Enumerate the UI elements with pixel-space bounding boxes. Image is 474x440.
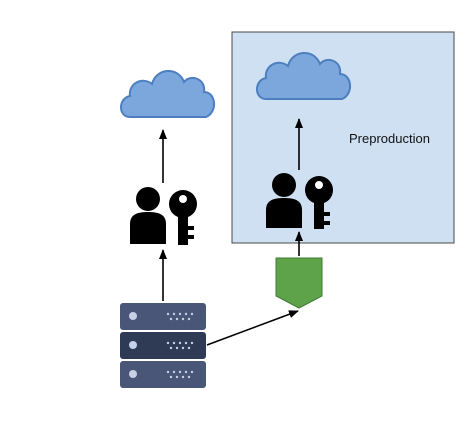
arrow-server-to-connector [206, 310, 299, 346]
server-rack-icon[interactable] [120, 303, 206, 388]
preproduction-label: Preproduction [349, 131, 430, 146]
cloud-icon[interactable] [256, 52, 351, 100]
user-key-icon[interactable] [266, 173, 333, 229]
cloud-icon[interactable] [120, 70, 215, 118]
offpage-connector-shape[interactable] [275, 257, 323, 309]
user-key-icon[interactable] [130, 187, 197, 245]
